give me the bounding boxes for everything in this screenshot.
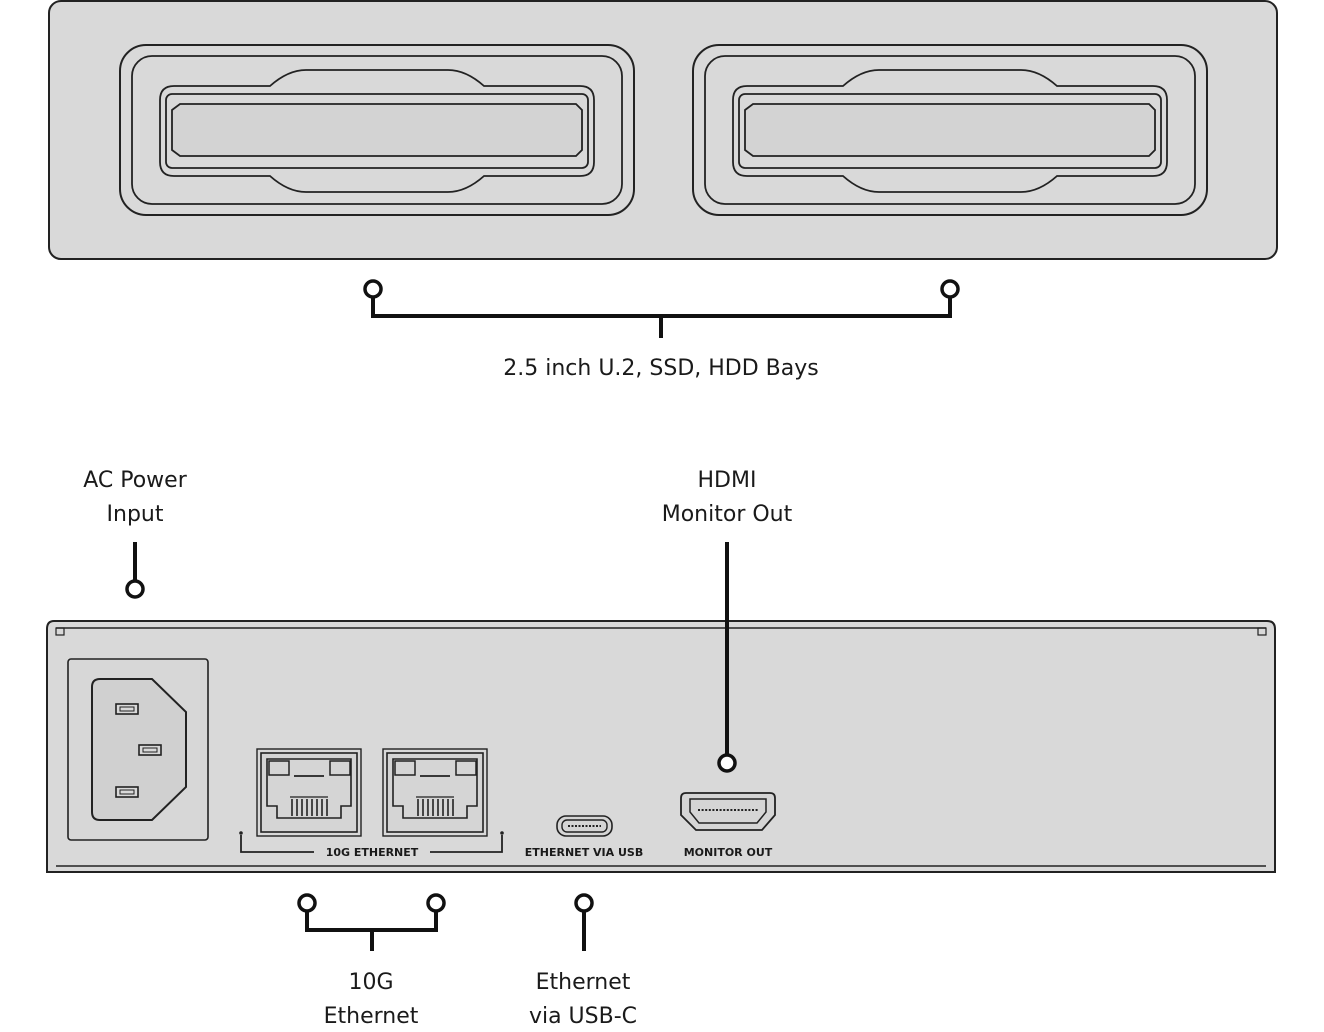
usb-panel-label: ETHERNET VIA USB xyxy=(525,846,643,859)
svg-text:HDMI: HDMI xyxy=(698,468,757,493)
ac-power-marker xyxy=(125,579,145,599)
svg-text:10G ETHERNET: 10G ETHERNET xyxy=(326,846,419,859)
ten-g-marker-1 xyxy=(297,893,317,913)
bay-right-marker xyxy=(940,279,960,299)
usb-c-callout: Ethernet via USB-C xyxy=(529,893,637,1029)
hdmi-marker xyxy=(717,753,737,773)
svg-text:via USB-C: via USB-C xyxy=(529,1004,637,1029)
hdmi-callout: HDMI Monitor Out xyxy=(662,468,793,773)
monitor-panel-label: MONITOR OUT xyxy=(684,846,773,859)
ten-g-callout: 10G Ethernet xyxy=(297,893,446,1029)
hdmi-port: MONITOR OUT xyxy=(680,792,776,859)
svg-text:10G: 10G xyxy=(348,970,393,995)
ethernet-port-1 xyxy=(256,748,362,837)
front-panel xyxy=(48,0,1278,260)
usb-c-marker xyxy=(574,893,594,913)
svg-text:Ethernet: Ethernet xyxy=(324,1004,419,1029)
ac-power-inlet xyxy=(67,658,209,841)
usb-c-port: ETHERNET VIA USB xyxy=(525,815,643,859)
bays-label: 2.5 inch U.2, SSD, HDD Bays xyxy=(503,356,818,381)
svg-text:Ethernet: Ethernet xyxy=(536,970,631,995)
drive-bay-left xyxy=(119,44,635,216)
bay-left-marker xyxy=(363,279,383,299)
bays-callout: 2.5 inch U.2, SSD, HDD Bays xyxy=(363,279,960,381)
ac-power-callout: AC Power Input xyxy=(83,468,188,599)
rear-panel: 10G ETHERNET ETHERNET VIA USB MONITOR OU… xyxy=(46,620,1276,873)
ten-g-ethernet-panel-label: 10G ETHERNET xyxy=(239,831,504,859)
drive-bay-right xyxy=(692,44,1208,216)
ethernet-port-2 xyxy=(382,748,488,837)
svg-text:AC Power: AC Power xyxy=(83,468,187,493)
svg-text:Input: Input xyxy=(107,502,164,527)
ten-g-marker-2 xyxy=(426,893,446,913)
svg-text:Monitor Out: Monitor Out xyxy=(662,502,793,527)
